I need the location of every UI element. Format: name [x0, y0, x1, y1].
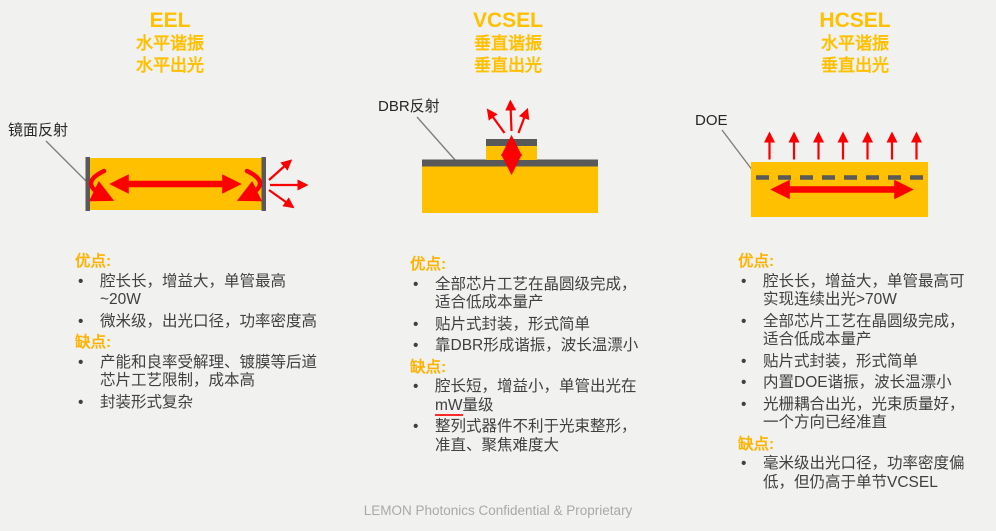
vcsel-pros-list: 全部芯片工艺在晶圆级完成，适合低成本量产贴片式封装，形式简单靠DBR形成谐振，波… [410, 276, 650, 356]
hcsel-title: HCSEL [819, 9, 891, 32]
hcsel-cons-heading: 缺点: [738, 435, 775, 453]
bullet-item: 产能和良率受解理、镀膜等后道芯片工艺限制，成本高 [75, 354, 317, 391]
vcsel-title: VCSEL [472, 9, 543, 32]
eel-pros-heading: 优点: [75, 253, 112, 270]
vcsel-label-leader-line [416, 116, 457, 162]
hcsel-output-arrow-array-icon [764, 131, 922, 160]
vcsel-pros-heading: 优点: [410, 256, 447, 273]
hcsel-label-leader-line [721, 129, 757, 176]
bullet-item: 全部芯片工艺在晶圆级完成，适合低成本量产 [410, 276, 650, 313]
eel-diagram [45, 140, 309, 211]
bullet-item: 内置DOE谐振，波长温漂小 [738, 374, 978, 393]
vcsel-output-arrow-mid-icon [505, 99, 517, 132]
bullet-item: 腔长长，增益大，单管最高~20W [75, 273, 317, 310]
hcsel-cons-list: 毫米级出光口径，功率密度偏低，但仍高于单节VCSEL [738, 455, 978, 492]
bullet-item: 贴片式封装，形式简单 [738, 353, 978, 372]
vcsel-output-arrow-left-icon [486, 108, 506, 134]
eel-cons-list: 产能和良率受解理、镀膜等后道芯片工艺限制，成本高封装形式复杂 [75, 354, 317, 413]
eel-subtitle-emission: 水平出光 [136, 56, 204, 75]
eel-right-mirror-icon [261, 157, 266, 211]
vcsel-column-title: VCSEL 垂直谐振 垂直出光 [358, 8, 658, 77]
hcsel-proscons-section: 优点: 腔长长，增益大，单管最高可实现连续出光>70W全部芯片工艺在晶圆级完成，… [738, 253, 978, 495]
hcsel-pros-heading: 优点: [738, 253, 775, 270]
vcsel-subtitle-emission: 垂直出光 [474, 56, 542, 75]
vcsel-diagram [416, 99, 598, 213]
confidentiality-footer: LEMON Photonics Confidential & Proprieta… [363, 503, 633, 518]
bullet-item: 腔长长，增益大，单管最高可实现连续出光>70W [738, 273, 978, 310]
vcsel-output-arrow-right-icon [517, 107, 530, 134]
hcsel-column-title: HCSEL 水平谐振 垂直出光 [705, 8, 996, 77]
hcsel-subtitle-emission: 垂直出光 [821, 56, 889, 75]
bullet-item: 光栅耦合出光，光束质量好，一个方向已经准直 [738, 396, 978, 433]
bullet-item: 全部芯片工艺在晶圆级完成，适合低成本量产 [738, 313, 978, 350]
eel-left-mirror-icon [85, 157, 90, 211]
vcsel-substrate-body [422, 166, 598, 213]
bullet-item: 整列式器件不利于光束整形，准直、聚焦难度大 [410, 418, 650, 455]
eel-pros-list: 腔长长，增益大，单管最高~20W 微米级，出光口径，功率密度高 [75, 273, 317, 332]
vcsel-cons-heading: 缺点: [410, 358, 447, 376]
vcsel-cons-list: 腔长短，增益小，单管出光在mW量级整列式器件不利于光束整形，准直、聚焦难度大 [410, 378, 650, 455]
eel-subtitle-resonance: 水平谐振 [136, 34, 204, 53]
eel-title: EEL [149, 9, 191, 32]
eel-output-arrow-down-icon [268, 189, 295, 209]
bullet-item: 微米级，出光口径，功率密度高 [75, 313, 317, 332]
hcsel-diagram [721, 129, 928, 217]
eel-mirror-label: 镜面反射 [8, 122, 69, 139]
bullet-item: 靠DBR形成谐振，波长温漂小 [410, 337, 650, 356]
vcsel-dbr-label: DBR反射 [378, 98, 440, 115]
bullet-item: 封装形式复杂 [75, 394, 317, 413]
bullet-item: 贴片式封装，形式简单 [410, 316, 650, 335]
hcsel-subtitle-resonance: 水平谐振 [821, 34, 889, 53]
eel-column-title: EEL 水平谐振 水平出光 [20, 8, 320, 77]
eel-left-reflection-arrow-icon [88, 168, 115, 202]
eel-right-reflection-arrow-icon [236, 168, 263, 202]
vcsel-top-dbr-layer-icon [486, 139, 537, 146]
eel-proscons-section: 优点: 腔长长，增益大，单管最高~20W 微米级，出光口径，功率密度高 缺点: 产… [75, 253, 317, 415]
eel-label-leader-line [45, 140, 88, 183]
hcsel-doe-label: DOE [695, 112, 728, 129]
vcsel-subtitle-resonance: 垂直谐振 [474, 34, 542, 53]
spellcheck-underline: mW [435, 396, 463, 416]
vcsel-proscons-section: 优点: 全部芯片工艺在晶圆级完成，适合低成本量产贴片式封装，形式简单靠DBR形成… [410, 256, 650, 458]
bullet-item: 腔长短，增益小，单管出光在mW量级 [410, 378, 650, 416]
eel-cons-heading: 缺点: [75, 334, 112, 351]
bullet-item: 毫米级出光口径，功率密度偏低，但仍高于单节VCSEL [738, 455, 978, 492]
eel-output-arrow-up-icon [268, 159, 293, 181]
hcsel-pros-list: 腔长长，增益大，单管最高可实现连续出光>70W全部芯片工艺在晶圆级完成，适合低成… [738, 273, 978, 433]
